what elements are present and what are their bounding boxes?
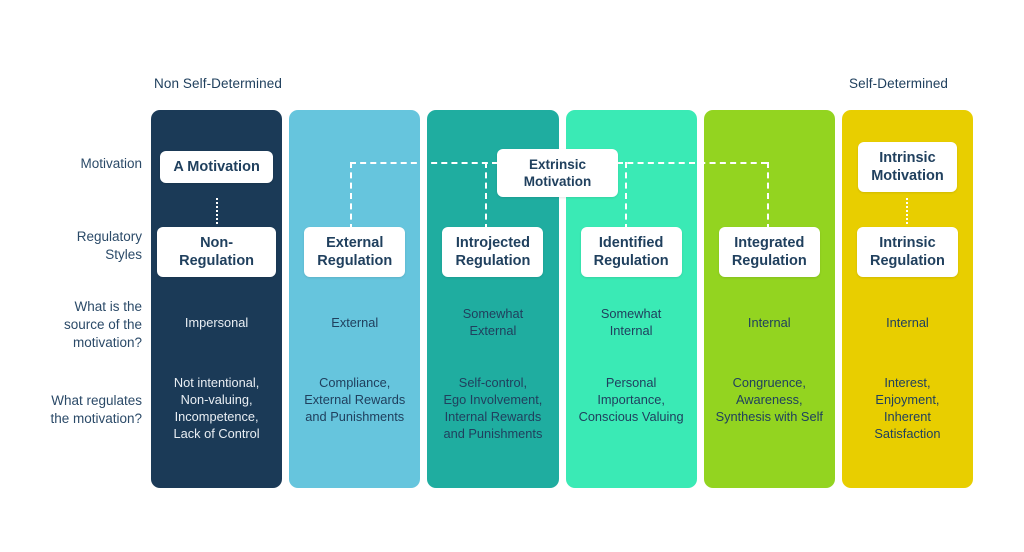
regulatory-pill-integrated-regulation: Integrated Regulation bbox=[718, 227, 820, 277]
cell-source-introjected-regulation: Somewhat External bbox=[427, 300, 558, 344]
dotted-connector-intrinsic-regulation bbox=[906, 198, 909, 224]
regulates-text-amotivation: Not intentional, Non-valuing, Incompeten… bbox=[173, 375, 260, 441]
cell-motivation-external-regulation bbox=[289, 140, 420, 194]
cell-motivation-integrated-regulation bbox=[704, 140, 835, 194]
regulatory-pill-introjected-regulation: Introjected Regulation bbox=[442, 227, 544, 277]
regulatory-pill-external-regulation: External Regulation bbox=[304, 227, 406, 277]
row-label-regulatory-styles: Regulatory Styles bbox=[76, 229, 142, 262]
regulatory-pill-identified-regulation: Identified Regulation bbox=[580, 227, 682, 277]
source-text-external-regulation: External bbox=[331, 314, 379, 330]
regulatory-pill-intrinsic-regulation: Intrinsic Regulation bbox=[856, 227, 958, 277]
source-text-integrated-regulation: Internal bbox=[747, 314, 791, 330]
row-label-motivation: Motivation bbox=[80, 156, 142, 171]
source-text-amotivation: Impersonal bbox=[184, 314, 249, 330]
cell-regulates-integrated-regulation: Congruence, Awareness, Synthesis with Se… bbox=[704, 374, 835, 464]
cell-regulates-amotivation: Not intentional, Non-valuing, Incompeten… bbox=[151, 374, 282, 464]
source-text-identified-regulation: Somewhat Internal bbox=[600, 306, 662, 338]
regulates-text-introjected-regulation: Self-control, Ego Involvement, Internal … bbox=[443, 375, 543, 441]
cell-source-external-regulation: External bbox=[289, 300, 420, 344]
cell-regulates-identified-regulation: Personal Importance, Conscious Valuing bbox=[566, 374, 697, 464]
row-label-source-of-motivation: What is the source of the motivation? bbox=[63, 299, 142, 350]
cell-regulatory-intrinsic-regulation: Intrinsic Regulation bbox=[842, 226, 973, 278]
source-text-intrinsic-regulation: Internal bbox=[886, 314, 929, 330]
cell-regulates-introjected-regulation: Self-control, Ego Involvement, Internal … bbox=[427, 374, 558, 464]
self-determined-label: Self-Determined bbox=[849, 76, 949, 91]
non-self-determined-label: Non Self-Determined bbox=[154, 76, 282, 91]
row-label-group: Motivation Regulatory Styles What is the… bbox=[0, 110, 142, 488]
regulates-text-external-regulation: Compliance, External Rewards and Punishm… bbox=[304, 375, 406, 424]
cell-motivation-identified-regulation bbox=[566, 140, 697, 194]
motivation-pill-intrinsic-regulation: Intrinsic Motivation bbox=[858, 142, 957, 192]
cell-regulatory-external-regulation: External Regulation bbox=[289, 226, 420, 278]
regulates-text-intrinsic-regulation: Interest, Enjoyment, Inherent Satisfacti… bbox=[874, 375, 941, 441]
cell-regulatory-integrated-regulation: Integrated Regulation bbox=[704, 226, 835, 278]
cell-source-intrinsic-regulation: Internal bbox=[842, 300, 973, 344]
cell-motivation-amotivation: A Motivation bbox=[151, 140, 282, 194]
dotted-connector-amotivation bbox=[215, 198, 218, 224]
cell-source-identified-regulation: Somewhat Internal bbox=[566, 300, 697, 344]
regulatory-pill-amotivation: Non-Regulation bbox=[157, 227, 277, 277]
cell-source-integrated-regulation: Internal bbox=[704, 300, 835, 344]
cell-motivation-intrinsic-regulation: Intrinsic Motivation bbox=[842, 140, 973, 194]
motivation-pill-amotivation: A Motivation bbox=[160, 151, 273, 183]
cell-regulatory-amotivation: Non-Regulation bbox=[151, 226, 282, 278]
cell-regulates-external-regulation: Compliance, External Rewards and Punishm… bbox=[289, 374, 420, 464]
row-label-what-regulates: What regulates the motivation? bbox=[50, 393, 142, 426]
cell-motivation-introjected-regulation bbox=[427, 140, 558, 194]
cell-regulates-intrinsic-regulation: Interest, Enjoyment, Inherent Satisfacti… bbox=[842, 374, 973, 464]
cell-source-amotivation: Impersonal bbox=[151, 300, 282, 344]
cell-regulatory-introjected-regulation: Introjected Regulation bbox=[427, 226, 558, 278]
regulates-text-integrated-regulation: Congruence, Awareness, Synthesis with Se… bbox=[715, 375, 823, 424]
regulates-text-identified-regulation: Personal Importance, Conscious Valuing bbox=[578, 375, 684, 424]
cell-regulatory-identified-regulation: Identified Regulation bbox=[566, 226, 697, 278]
source-text-introjected-regulation: Somewhat External bbox=[462, 306, 524, 338]
